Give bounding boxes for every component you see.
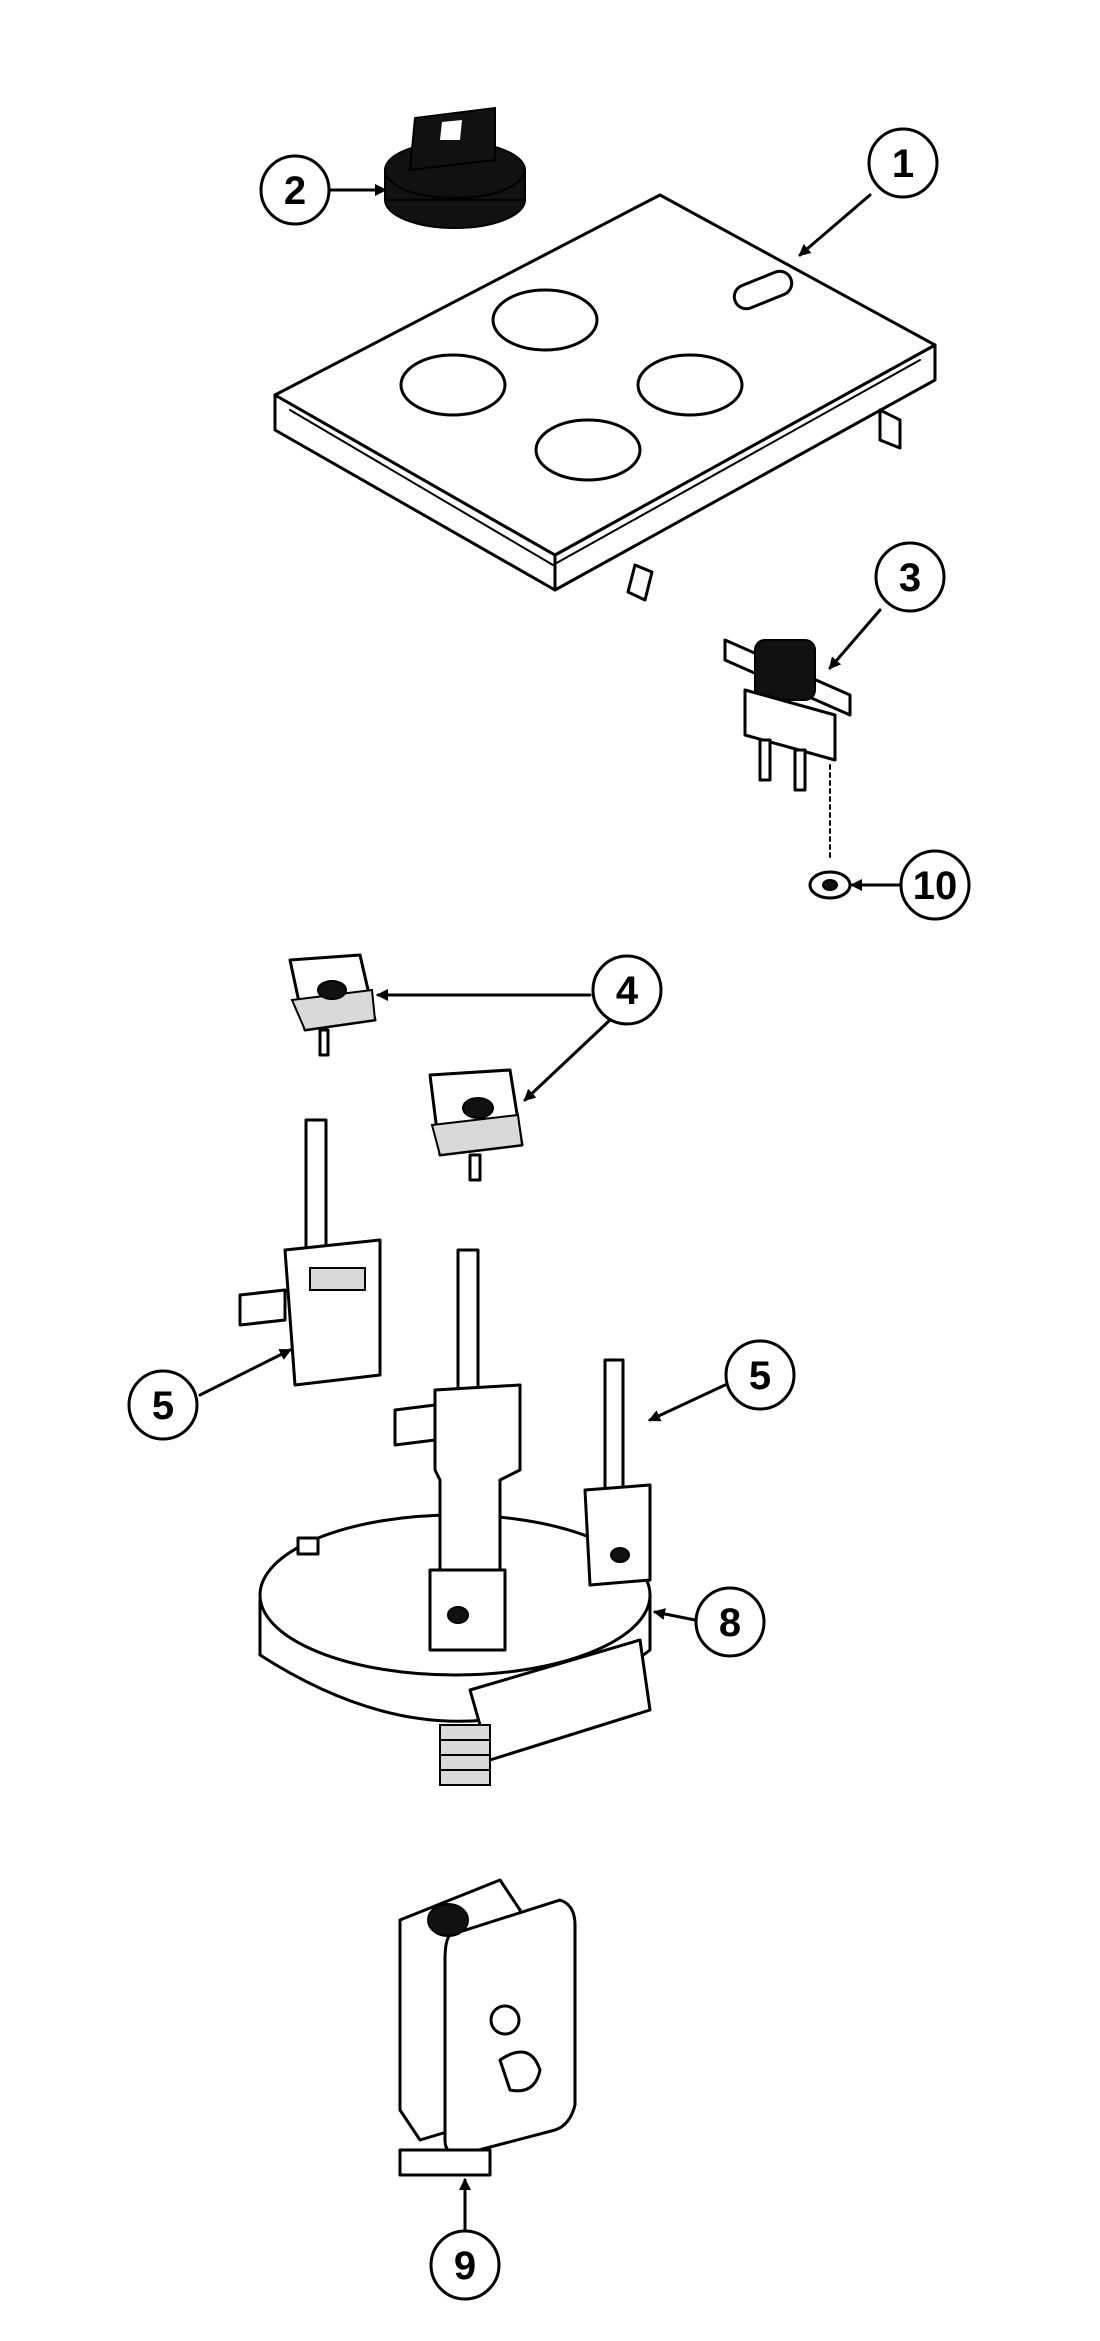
control-panel-part <box>273 193 937 602</box>
arrow-5-left <box>198 1348 292 1397</box>
callout-label: 8 <box>719 1601 741 1645</box>
arrow-3 <box>828 608 882 670</box>
callout-label: 5 <box>152 1384 174 1428</box>
callout-2: 2 <box>259 154 331 226</box>
arrow-8 <box>653 1608 697 1622</box>
callout-3: 3 <box>874 541 946 613</box>
callout-label: 9 <box>454 2244 476 2288</box>
valve-center-part <box>393 1248 522 1652</box>
arrow-4b <box>523 1018 612 1102</box>
washer-part <box>808 870 852 900</box>
callout-label: 10 <box>913 864 958 908</box>
callout-label: 1 <box>892 142 914 186</box>
callout-5-left: 5 <box>127 1369 199 1441</box>
arrow-1 <box>798 193 872 257</box>
callout-8: 8 <box>694 1586 766 1658</box>
callout-9: 9 <box>429 2229 501 2301</box>
igniter-switch-upper-part <box>288 953 377 1057</box>
callout-10: 10 <box>899 849 971 921</box>
arrow-5-right <box>648 1383 727 1422</box>
switch-part <box>723 638 852 861</box>
callout-1: 1 <box>867 127 939 199</box>
callout-label: 3 <box>899 556 921 600</box>
knob-part <box>384 106 526 229</box>
valve-left-part <box>238 1118 382 1387</box>
valve-right-part <box>583 1358 652 1587</box>
pressure-regulator-part <box>398 1878 577 2177</box>
igniter-switch-lower-part <box>428 1068 524 1182</box>
callout-label: 2 <box>284 169 306 213</box>
callout-label: 5 <box>749 1354 771 1398</box>
callout-5-right: 5 <box>724 1339 796 1411</box>
callout-arrows <box>198 184 902 2232</box>
callout-label: 4 <box>616 969 639 1013</box>
callout-4: 4 <box>591 954 663 1026</box>
